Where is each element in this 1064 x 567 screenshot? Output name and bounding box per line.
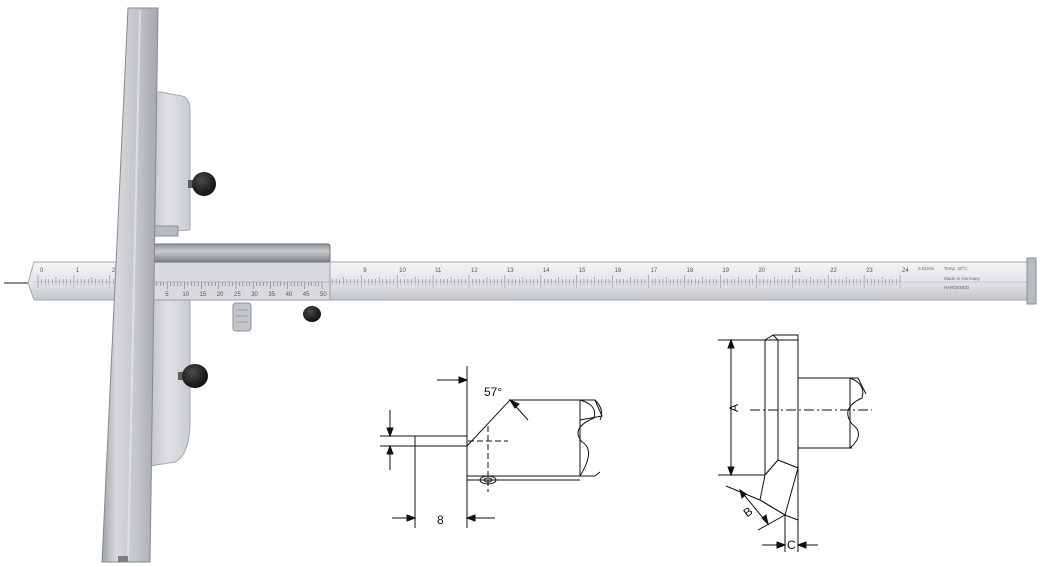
beam-scale-label: 1	[76, 268, 80, 274]
beam-end-cap	[1026, 257, 1037, 305]
vernier-label: 30	[251, 292, 258, 298]
depth-gauge: 0123456789101112131415161718192021222324…	[4, 7, 1037, 563]
slider-body	[147, 91, 191, 467]
angle-label: 57°	[484, 385, 502, 399]
beam-scale-label: 20	[758, 268, 765, 274]
beam-scale-label: 9	[363, 268, 367, 274]
vernier-lock-screw-icon[interactable]	[232, 302, 252, 332]
beam-scale-label: 23	[866, 268, 873, 274]
vernier-plate: 05101520253035404550	[145, 261, 331, 301]
vernier-label: 10	[182, 292, 189, 298]
vernier-label: 5	[165, 292, 169, 298]
beam-scale-label: 2	[112, 268, 116, 274]
vernier-label: 45	[303, 292, 310, 298]
beam-scale-label: 0	[40, 268, 44, 274]
length-label: 8	[437, 513, 444, 527]
beam-scale-label: 19	[722, 268, 729, 274]
vernier-ticks	[149, 282, 323, 289]
vernier-label: 35	[268, 292, 275, 298]
beam-scale-label: 24	[902, 268, 909, 274]
beam-marking-temperature: Temp. 20°C	[944, 266, 968, 271]
beam-scale-label: 18	[687, 268, 694, 274]
vernier-labels: 05101520253035404550	[148, 292, 327, 298]
vernier-label: 20	[217, 292, 224, 298]
vernier-label: 15	[200, 292, 207, 298]
beam-marking-hardened: HARDENED	[944, 285, 970, 290]
dimension-a-label: A	[727, 404, 741, 412]
beam-markings: 0.02mm Temp. 20°C Made in Germany HARDEN…	[918, 266, 981, 290]
vernier-label: 40	[286, 292, 293, 298]
beam-scale-label: 17	[651, 268, 658, 274]
beam-scale-label: 10	[399, 268, 406, 274]
beam-marking-origin: Made in Germany	[944, 276, 981, 281]
beam-scale-label: 21	[794, 268, 801, 274]
beam-scale-label: 22	[830, 268, 837, 274]
vernier-label: 25	[234, 292, 241, 298]
locking-screw-upper-icon[interactable]	[188, 172, 216, 196]
locking-screw-lower-icon[interactable]	[178, 364, 208, 388]
vernier-label: 50	[320, 292, 327, 298]
detail-probe-tip	[380, 366, 603, 528]
fine-adjust-knob-icon[interactable]	[303, 306, 321, 322]
beam-scale-label: 15	[579, 268, 586, 274]
fine-adjust-rod	[149, 243, 331, 263]
detail-hook-tip	[718, 334, 872, 552]
beam-scale-label: 14	[543, 268, 550, 274]
beam-scale-label: 16	[615, 268, 622, 274]
beam-scale-label: 11	[435, 268, 442, 274]
beam-scale-label: 12	[471, 268, 478, 274]
dimension-c-label: C	[787, 538, 796, 552]
beam-marking-resolution: 0.02mm	[918, 266, 935, 271]
base-bar	[101, 7, 159, 563]
beam-scale-label: 13	[507, 268, 514, 274]
